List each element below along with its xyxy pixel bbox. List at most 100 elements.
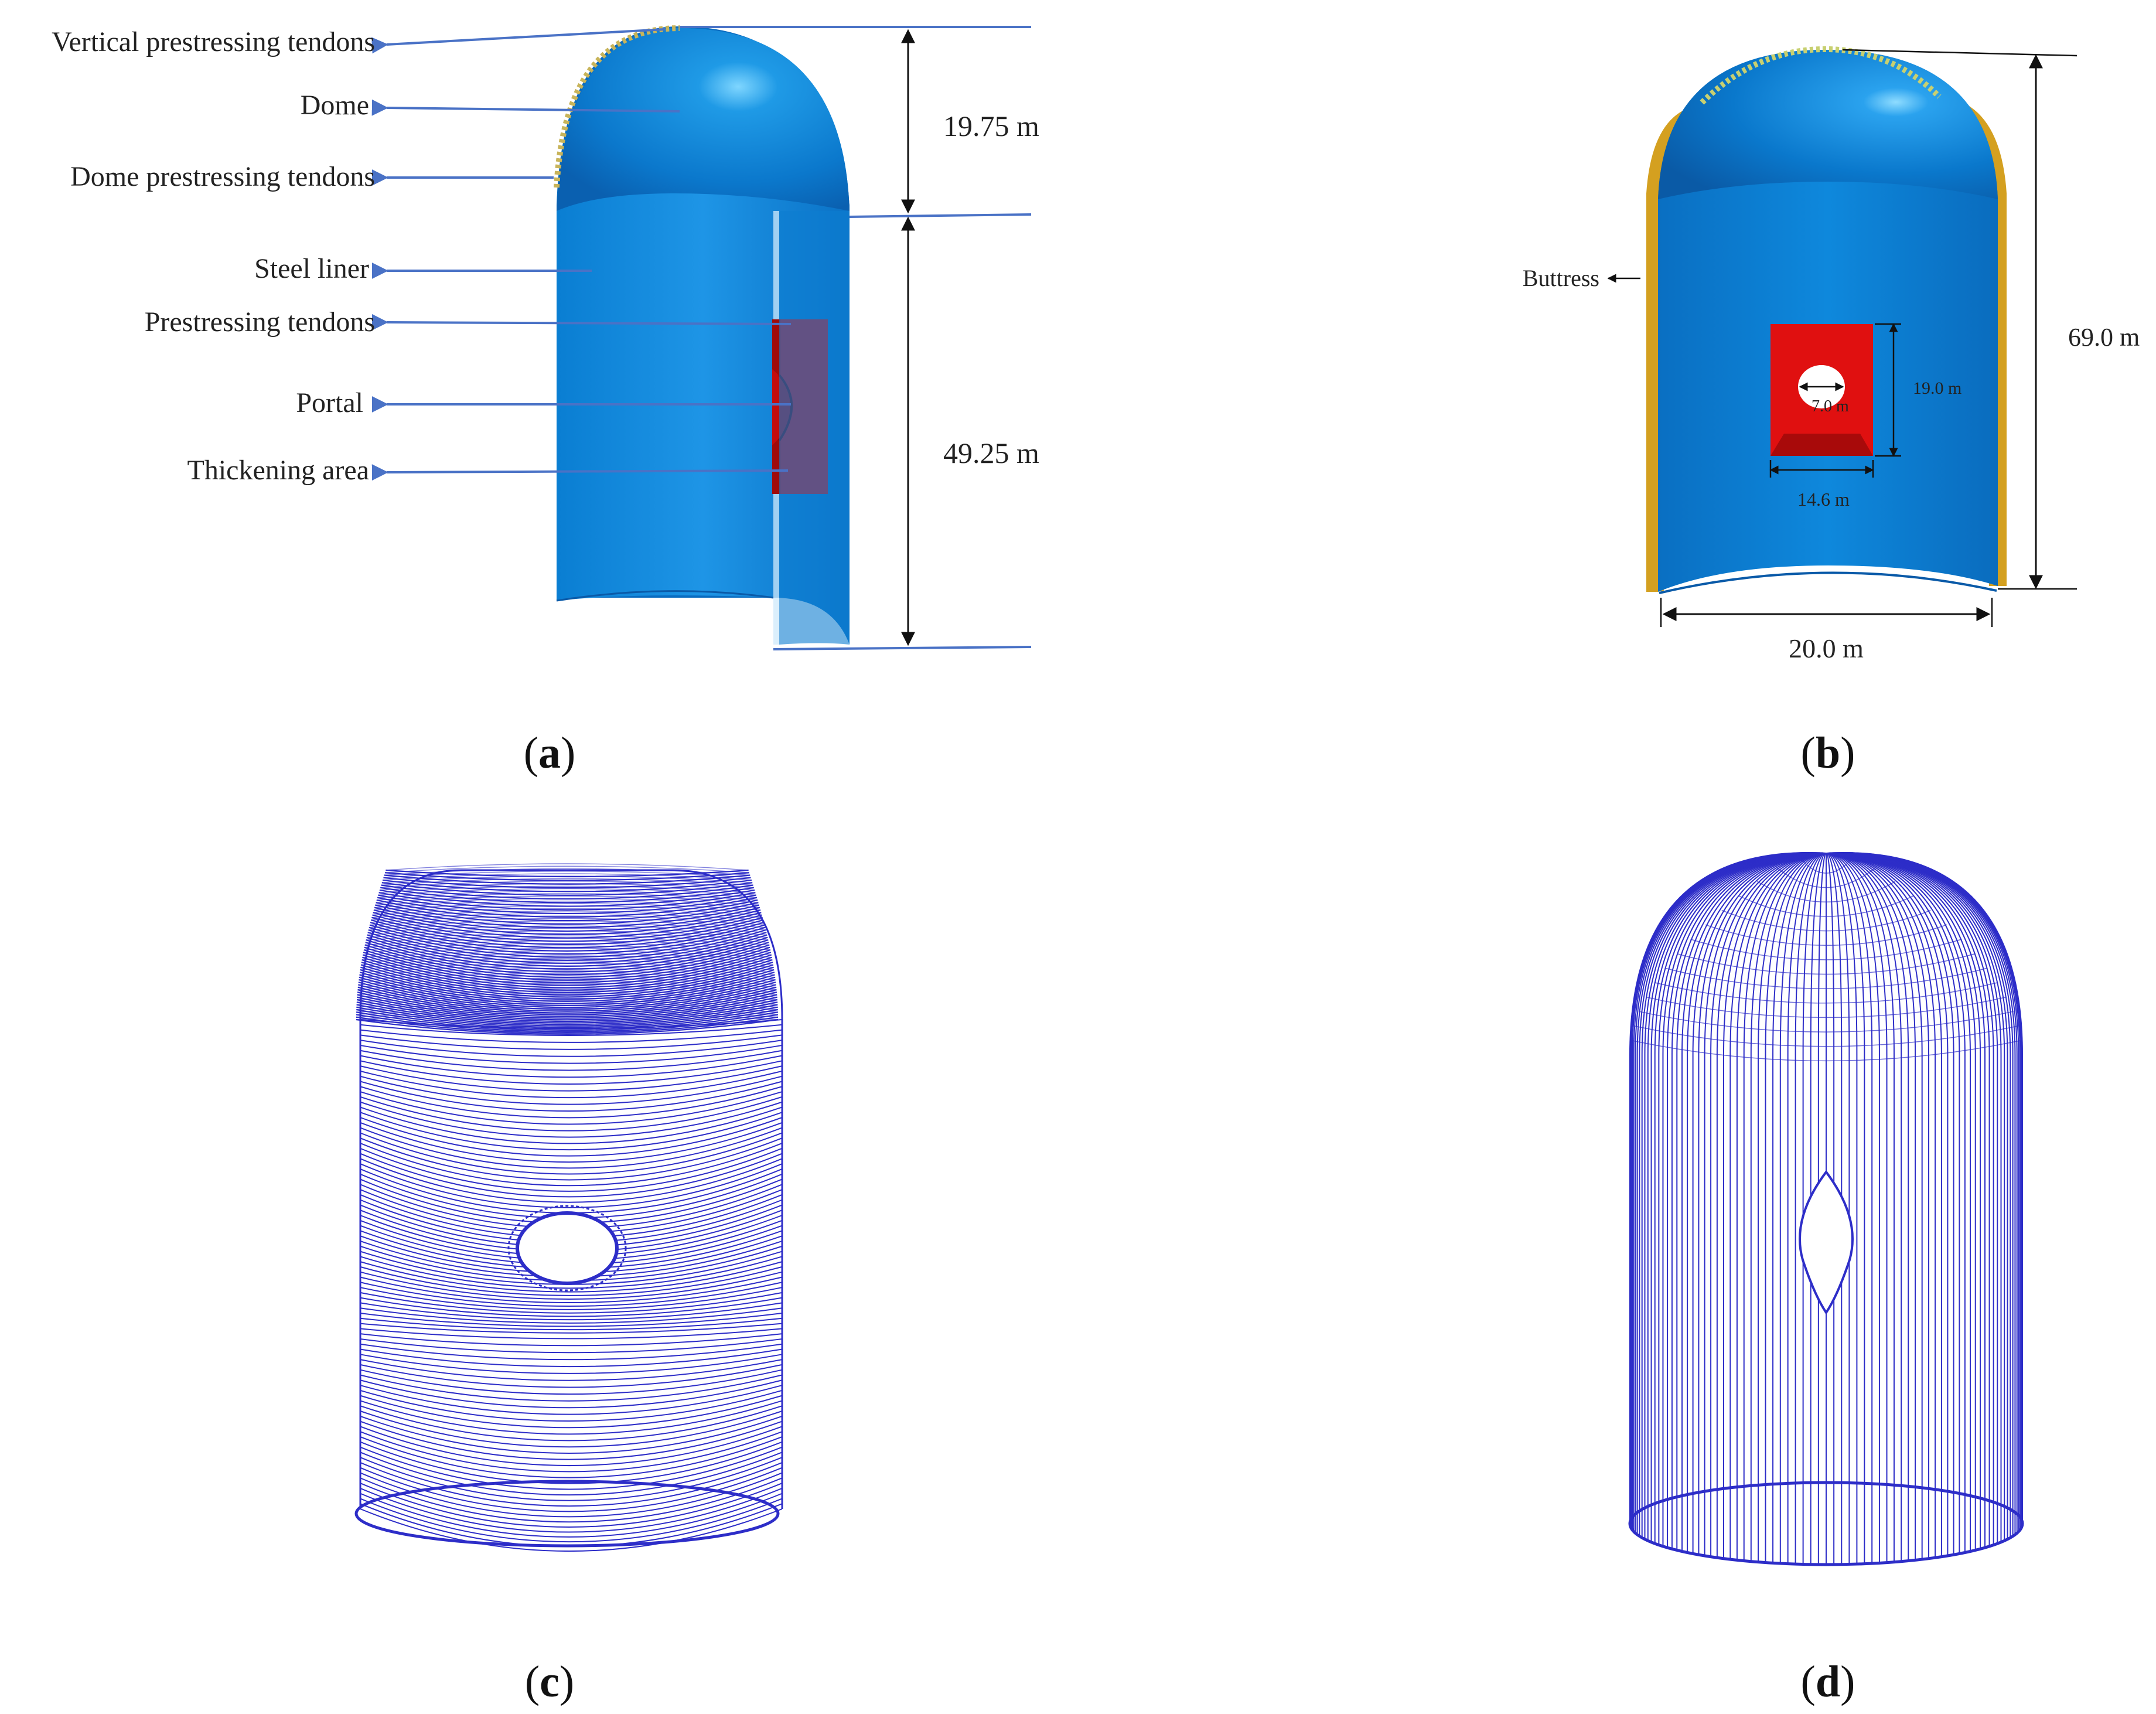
hoop-tendon (371, 916, 763, 945)
vertical-tendon (1722, 852, 1817, 1559)
hoop-tendon-back (356, 1007, 778, 1016)
hoop-tendon-back (371, 913, 763, 921)
hoop-tendon-back (381, 878, 753, 886)
hoop-tendon-back (360, 963, 775, 970)
hoop-tendon (360, 1451, 783, 1496)
vertical-tendon (1710, 852, 1816, 1557)
vertical-tendon (1843, 852, 2014, 1536)
hoop-tendon (363, 949, 771, 983)
vertical-tendon (1635, 852, 1809, 1534)
dome-tendon-ring (1756, 881, 1896, 902)
hoop-tendon (357, 986, 777, 1016)
vertical-tendon (1834, 852, 1923, 1560)
hoop-tendon (360, 1096, 783, 1132)
dim-total-width: 20.0 m (1789, 633, 1864, 663)
dome-tendon-ring (1690, 939, 1962, 960)
vertical-tendon (1629, 852, 1809, 1524)
hoop-tendon (360, 1492, 783, 1538)
hoop-tendon-back (359, 973, 776, 980)
hoop-tendon (383, 877, 751, 889)
hoop-tendon (361, 959, 773, 993)
vertical-tendon (1836, 852, 1936, 1558)
hoop-tendon (359, 976, 776, 1008)
hoop-tendon (364, 946, 770, 981)
vertical-tendons-dotted-edge (554, 25, 680, 188)
hoop-tendon (360, 1364, 783, 1388)
hoop-tendon (360, 1137, 783, 1181)
hoop-tendon-back (357, 983, 777, 990)
hoop-tendon (357, 989, 777, 1017)
dim-dome-height: 19.75 m (943, 110, 1039, 142)
hoop-tendon-back (361, 957, 773, 966)
hoop-tendon (360, 1487, 783, 1533)
hoop-tendon (356, 1011, 779, 1031)
hoop-tendon-back (356, 1013, 779, 1020)
panel-d (1628, 852, 2024, 1566)
vertical-tendon (1837, 852, 1949, 1556)
hoop-tendon (360, 1282, 783, 1307)
hoop-tendon (360, 1256, 783, 1289)
hoop-tendon-back (367, 928, 767, 936)
hoop-tendon (360, 1292, 783, 1314)
dome-tendon-ring (1664, 967, 1988, 989)
hoop-tendon (360, 1410, 783, 1448)
hoop-tendon-back (356, 995, 778, 1003)
hoop-tendon (365, 942, 769, 976)
hoop-tendon-back (375, 898, 759, 906)
hoop-tendon-back (376, 895, 759, 903)
hoop-tendon (360, 1385, 783, 1415)
dome-tendon-ring (1645, 996, 2007, 1018)
label-portal: Portal (296, 387, 363, 418)
hoop-tendon (356, 1001, 778, 1025)
vertical-tendon (1716, 852, 1817, 1558)
vertical-tendon (1743, 852, 1819, 1561)
hoop-tendon (360, 1132, 783, 1175)
vertical-tendon (1810, 852, 1826, 1565)
hoop-tendon-back (373, 903, 761, 911)
vertical-tendon (1692, 852, 1814, 1554)
dome-tendon-ring (1677, 953, 1976, 975)
hoop-tendon-back (369, 918, 765, 926)
hoop-tendon-back (356, 1010, 779, 1018)
hoop-tendon-back (357, 993, 777, 1000)
vertical-tendon (1830, 852, 1873, 1564)
hoop-tendon-back (357, 980, 777, 988)
hoop-tendon (360, 1441, 783, 1484)
vertical-tendon (1841, 852, 1998, 1544)
label-vertical-prestressing-tendons: Vertical prestressing tendons (52, 26, 375, 57)
hoop-tendon-back (369, 921, 766, 928)
hoop-tendon (360, 1044, 783, 1064)
shell-base (556, 590, 774, 602)
hoop-tendon-back (366, 933, 769, 941)
hoop-tendon-back (372, 908, 762, 916)
vertical-tendon (1833, 852, 1909, 1561)
hoop-tendon (360, 1266, 783, 1296)
hoop-tendon (360, 1436, 783, 1478)
hoop-tendon-back (365, 935, 769, 943)
vertical-tendon (1840, 852, 1986, 1548)
dome-tendon-ring (1776, 867, 1877, 888)
hoop-tendon (360, 1029, 783, 1043)
vertical-tendon (1772, 852, 1822, 1563)
caption-c: (c) (525, 1657, 574, 1706)
hoop-tendon (360, 1091, 783, 1125)
hoop-tendon (360, 1405, 783, 1442)
hoop-tendon-back (379, 883, 755, 891)
hoop-tendon (384, 872, 750, 881)
vertical-tendon (1779, 852, 1823, 1564)
vertical-tendon (1838, 852, 1960, 1554)
vertical-tendon (1729, 852, 1818, 1560)
hoop-tendon (360, 1163, 783, 1208)
dome-tendon-ring (1721, 909, 1931, 932)
hoop-tendon-back (364, 941, 770, 948)
hoop-tendon-back (359, 967, 775, 976)
hoop-tendon (360, 1395, 783, 1429)
vertical-tendon (1826, 852, 1835, 1565)
hoop-tendon (360, 964, 774, 998)
hoop-tendon (360, 1400, 783, 1435)
hoop-tendon (362, 954, 772, 989)
hoop-tendon (360, 1122, 783, 1163)
hoop-tendon-back (359, 970, 776, 978)
vertical-tendon (1795, 852, 1824, 1565)
hoop-tendon (360, 1081, 783, 1112)
